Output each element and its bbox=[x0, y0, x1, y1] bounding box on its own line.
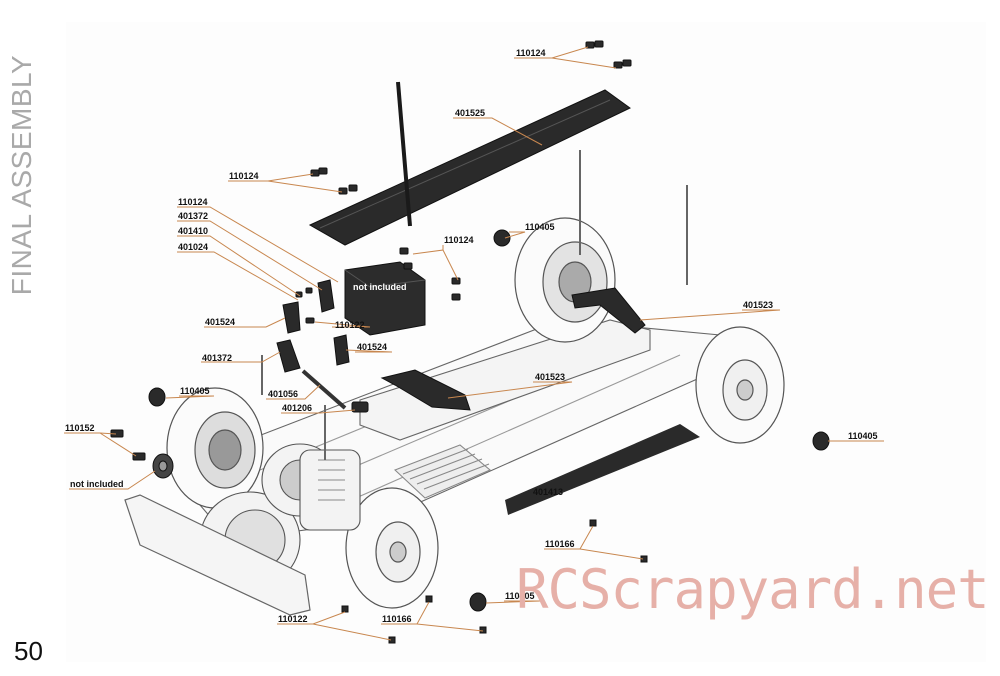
bracket-401523-parts bbox=[380, 287, 646, 411]
callout-110124-left: 110124 bbox=[229, 171, 259, 181]
label-not-included-pinion: not included bbox=[70, 479, 124, 489]
callout-110124-mid: 110124 bbox=[444, 235, 474, 245]
callout-110124-stack: 110124 bbox=[178, 197, 208, 207]
callout-110124-top: 110124 bbox=[516, 48, 546, 58]
callout-110405-top: 110405 bbox=[525, 222, 555, 232]
callout-401524-left: 401524 bbox=[205, 317, 235, 327]
servo-block bbox=[344, 261, 426, 336]
servo-mount-parts bbox=[276, 279, 369, 413]
callout-401523-right: 401523 bbox=[743, 300, 773, 310]
callout-110166-bottom: 110166 bbox=[382, 614, 412, 624]
callout-110405-bottom: 110405 bbox=[505, 591, 535, 601]
callout-401410: 401410 bbox=[178, 226, 208, 236]
antenna-pole bbox=[396, 81, 412, 227]
label-not-included-servo: not included bbox=[353, 282, 407, 292]
callout-401523-center: 401523 bbox=[535, 372, 565, 382]
callout-401372-stack: 401372 bbox=[178, 211, 208, 221]
front-bumper bbox=[124, 494, 311, 616]
callout-110405-left: 110405 bbox=[180, 386, 210, 396]
screws bbox=[110, 40, 648, 644]
watermark-text: RCScrapyard.net bbox=[516, 558, 990, 621]
callout-110152: 110152 bbox=[65, 423, 95, 433]
tape-401413 bbox=[505, 424, 700, 515]
esc-heatsink bbox=[393, 444, 492, 499]
callout-401206: 401206 bbox=[282, 403, 312, 413]
wheel-rear-left bbox=[166, 387, 264, 509]
callout-labels: 110124 401525 110124 110124 401372 40141… bbox=[65, 48, 878, 624]
wheel-front-upper bbox=[514, 217, 616, 343]
wheel-rear-lower bbox=[345, 487, 439, 609]
callout-110122-bottom: 110122 bbox=[278, 614, 308, 624]
callout-110122-mid: 110122 bbox=[335, 320, 365, 330]
wheel-front-lower bbox=[695, 326, 785, 444]
battery-area bbox=[359, 319, 651, 441]
callout-401372-lower: 401372 bbox=[202, 353, 232, 363]
callout-401525: 401525 bbox=[455, 108, 485, 118]
callout-401024: 401024 bbox=[178, 242, 208, 252]
callout-401524-lower: 401524 bbox=[357, 342, 387, 352]
callout-110166-right: 110166 bbox=[545, 539, 575, 549]
leader-lines bbox=[64, 46, 884, 641]
pinion-gear bbox=[152, 453, 174, 479]
upper-deck-401525 bbox=[308, 89, 631, 246]
callout-401056: 401056 bbox=[268, 389, 298, 399]
callout-110405-right: 110405 bbox=[848, 431, 878, 441]
page-number: 50 bbox=[14, 636, 43, 666]
locknuts-110405 bbox=[148, 229, 830, 612]
callout-401413: 401413 bbox=[533, 487, 563, 497]
